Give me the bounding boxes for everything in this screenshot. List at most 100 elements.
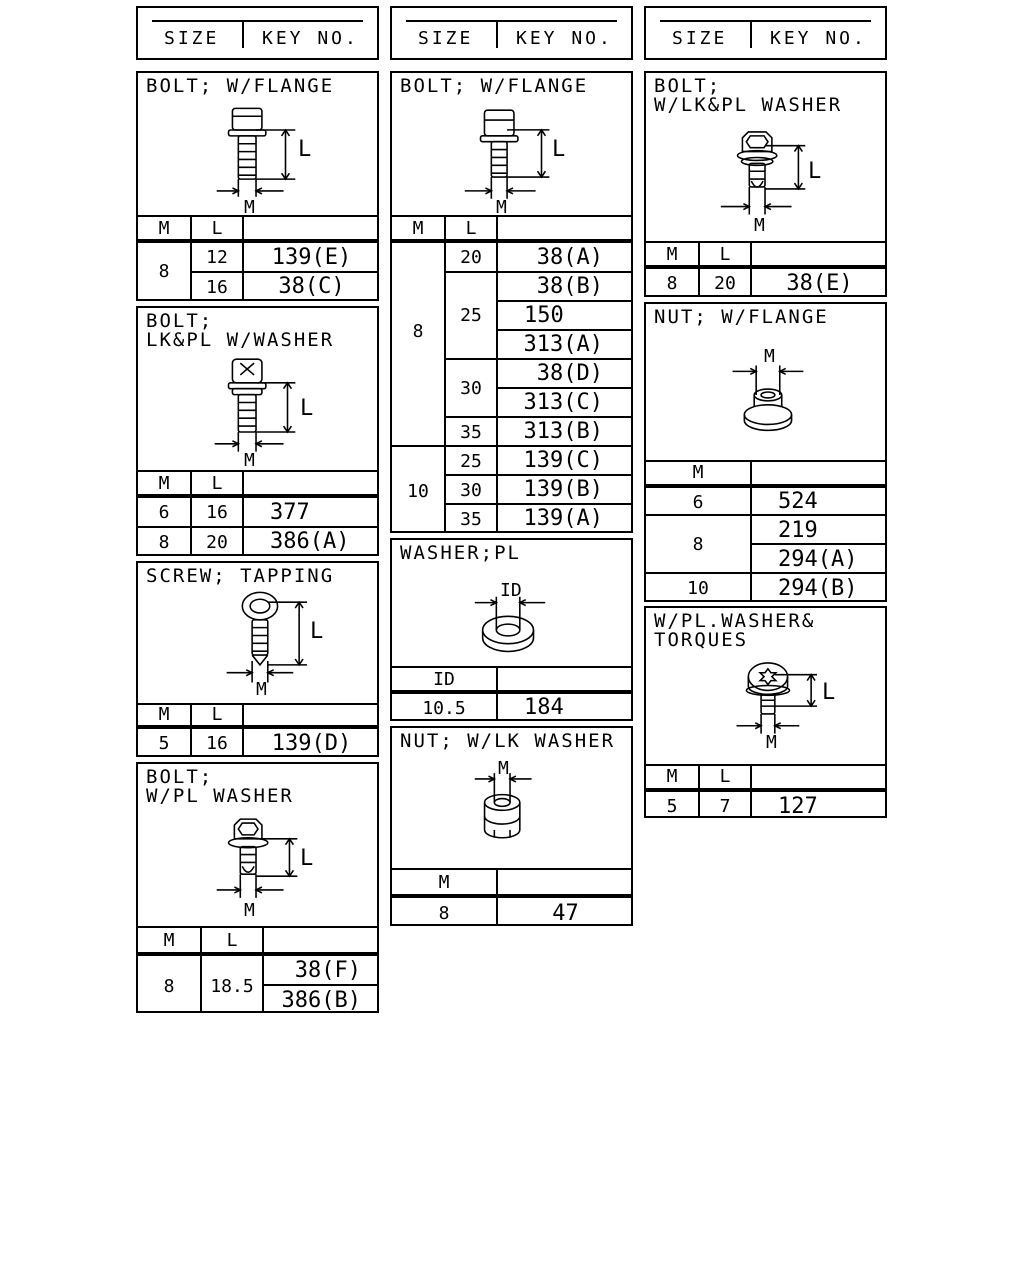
key-number: 294(B) bbox=[778, 576, 858, 601]
panel-title-line-1: BOLT; bbox=[146, 766, 214, 788]
lkpl-bolt-illustration bbox=[720, 131, 806, 215]
pl-washer-bolt-illustration bbox=[216, 818, 298, 898]
l-dimension-label: L bbox=[300, 396, 314, 421]
key-number: 38(D) bbox=[536, 361, 603, 386]
l-value: 35 bbox=[460, 422, 482, 443]
panel-title: NUT; W/LK WASHER bbox=[400, 730, 616, 752]
l-value: 16 bbox=[206, 277, 228, 298]
l-value: 18.5 bbox=[210, 976, 254, 997]
m-value: 8 bbox=[158, 532, 170, 553]
l-value: 30 bbox=[460, 378, 482, 399]
panel-title-line-1: BOLT; bbox=[146, 310, 214, 332]
column-header-3: SIZE KEY NO. bbox=[644, 6, 887, 60]
l-column-header: L bbox=[719, 244, 731, 265]
key-number: 313(C) bbox=[523, 390, 603, 415]
panel-title-line-2: W/LK&PL WASHER bbox=[654, 94, 843, 116]
l-value: 30 bbox=[460, 480, 482, 501]
key-number: 184 bbox=[524, 695, 564, 720]
panel-title: SCREW; TAPPING bbox=[146, 565, 335, 587]
m-value: 6 bbox=[692, 492, 704, 513]
key-number: 139(C) bbox=[523, 448, 603, 473]
key-number: 386(A) bbox=[270, 529, 350, 554]
panel-title: NUT; W/FLANGE bbox=[654, 306, 829, 328]
torx-screw-illustration bbox=[736, 662, 818, 734]
key-number: 386(B) bbox=[281, 988, 361, 1013]
tapping-screw-illustration bbox=[226, 591, 307, 683]
m-value: 8 bbox=[692, 534, 704, 555]
key-number: 139(A) bbox=[523, 506, 603, 531]
panel-title-line-2: LK&PL W/WASHER bbox=[146, 329, 335, 351]
key-number: 150 bbox=[524, 303, 564, 328]
m-value: 5 bbox=[666, 796, 678, 817]
l-value: 12 bbox=[206, 247, 228, 268]
l-column-header: L bbox=[226, 930, 238, 951]
flange-nut-illustration bbox=[732, 365, 804, 432]
l-value: 20 bbox=[460, 247, 482, 268]
nut-flange-panel: NUT; W/FLANGE M M 6 524 8 219 294(A) 10 … bbox=[644, 302, 887, 602]
key-number: 139(E) bbox=[271, 245, 352, 270]
screw-tapping-panel: SCREW; TAPPING L M M L 5 16 139(D) bbox=[136, 561, 379, 757]
l-column-header: L bbox=[719, 766, 731, 787]
l-dimension-label: L bbox=[552, 137, 566, 162]
lock-washer-nut-illustration bbox=[474, 773, 532, 839]
nut-lk-washer-panel: NUT; W/LK WASHER M M 8 47 bbox=[390, 726, 633, 926]
key-number: 47 bbox=[552, 901, 579, 926]
m-dimension-label: M bbox=[766, 732, 777, 753]
l-dimension-label: L bbox=[298, 137, 312, 162]
size-header: SIZE bbox=[418, 28, 474, 49]
m-column-header: M bbox=[412, 218, 424, 239]
bolt-flange-panel-2: BOLT; W/FLANGE L M M L 8 10 20 38(A) 25 … bbox=[390, 71, 633, 533]
panel-title: BOLT; W/FLANGE bbox=[400, 75, 589, 97]
l-value: 35 bbox=[460, 509, 482, 530]
m-column-header: M bbox=[666, 766, 678, 787]
key-no-header: KEY NO. bbox=[262, 28, 359, 49]
plain-washer-illustration bbox=[474, 596, 546, 653]
m-column-header: M bbox=[666, 244, 678, 265]
key-no-header: KEY NO. bbox=[770, 28, 867, 49]
id-value: 10.5 bbox=[422, 698, 466, 719]
m-value: 6 bbox=[158, 502, 170, 523]
m-value: 8 bbox=[412, 321, 424, 342]
l-value: 25 bbox=[460, 451, 482, 472]
bolt-flange-panel-1: BOLT; W/FLANGE L M M L 8 12 139(E) 16 38… bbox=[136, 71, 379, 301]
l-column-header: L bbox=[211, 473, 223, 494]
key-number: 294(A) bbox=[778, 547, 858, 572]
panel-title-line-1: W/PL.WASHER& bbox=[654, 610, 816, 632]
bolt-pl-washer-panel: BOLT; W/PL WASHER L M M L 8 18.5 38(F) 3… bbox=[136, 762, 379, 1013]
l-column-header: L bbox=[211, 704, 223, 725]
key-number: 38(B) bbox=[536, 274, 603, 299]
l-value: 16 bbox=[206, 502, 228, 523]
key-number: 219 bbox=[778, 518, 818, 543]
key-number: 38(C) bbox=[278, 274, 345, 299]
key-number: 377 bbox=[270, 500, 310, 525]
key-number: 127 bbox=[778, 794, 818, 819]
m-dimension-label: M bbox=[244, 450, 255, 471]
key-number: 313(B) bbox=[523, 419, 603, 444]
m-column-header: M bbox=[158, 218, 170, 239]
key-number: 38(F) bbox=[294, 958, 361, 983]
key-number: 38(E) bbox=[786, 271, 853, 296]
l-dimension-label: L bbox=[300, 846, 314, 871]
m-value: 8 bbox=[666, 273, 678, 294]
m-value: 8 bbox=[438, 903, 450, 924]
m-value: 8 bbox=[163, 976, 175, 997]
key-number: 313(A) bbox=[523, 332, 603, 357]
m-column-header: M bbox=[163, 930, 175, 951]
washer-pl-panel: WASHER;PL ID ID 10.5 184 bbox=[390, 538, 633, 721]
m-value: 8 bbox=[158, 261, 170, 282]
m-dimension-label: M bbox=[496, 197, 507, 218]
id-column-header: ID bbox=[433, 669, 455, 690]
panel-title: BOLT; W/FLANGE bbox=[146, 75, 335, 97]
size-header: SIZE bbox=[672, 28, 728, 49]
m-dimension-label: M bbox=[256, 679, 267, 700]
key-number: 139(D) bbox=[271, 731, 352, 756]
lkpl-bolt-illustration bbox=[214, 358, 296, 452]
size-header: SIZE bbox=[164, 28, 220, 49]
key-number: 524 bbox=[778, 489, 818, 514]
m-value: 10 bbox=[687, 578, 709, 599]
l-dimension-label: L bbox=[808, 159, 822, 184]
m-column-header: M bbox=[692, 462, 704, 483]
m-dimension-label: M bbox=[498, 758, 509, 779]
panel-title-line-2: W/PL WASHER bbox=[146, 785, 294, 807]
l-value: 20 bbox=[714, 273, 736, 294]
